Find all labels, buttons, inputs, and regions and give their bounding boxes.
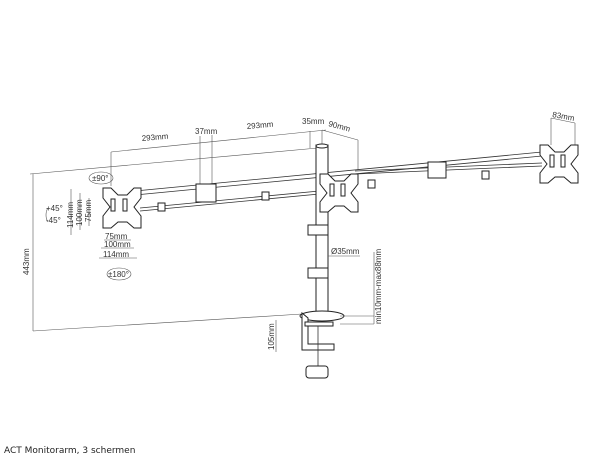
vesa-114-v-label: 114mm (66, 202, 75, 228)
vesa-plate-middle (319, 173, 359, 213)
arm-left-label: 293mm (141, 132, 169, 143)
desk-thickness-label: min10mm-max88mm (374, 249, 383, 324)
vesa-114-h-label: 114mm (103, 250, 129, 259)
vesa-100-h-label: 100mm (104, 240, 131, 249)
rotate-icon (106, 267, 132, 281)
tilt-icon (45, 207, 49, 223)
joint-label: 37mm (195, 127, 218, 136)
image-caption: ACT Monitorarm, 3 schermen (4, 446, 136, 456)
rotate-label: ±180° (108, 270, 129, 279)
vesa-75-h-label: 75mm (105, 232, 128, 241)
vesa-plate-right (539, 144, 579, 184)
plate-right-label: 83mm (552, 110, 576, 123)
tilt-down-label: -45° (46, 216, 61, 225)
pole-diameter-label: Ø35mm (331, 247, 360, 256)
tilt-up-label: +45° (46, 204, 63, 213)
swivel-icon (88, 171, 114, 185)
top-dimension-lines (110, 117, 576, 188)
plate-depth-label: 90mm (327, 119, 351, 134)
vesa-100-v-label: 100mm (75, 199, 84, 226)
pole (307, 143, 329, 316)
swivel-label: ±90° (92, 174, 109, 183)
vesa-plate-left (102, 187, 142, 229)
desk-clamp (299, 310, 345, 379)
desk-outline (29, 147, 319, 332)
cable-clips (157, 161, 490, 212)
pole-offset-label: 35mm (302, 117, 325, 126)
vesa-75-v-label: 75mm (84, 199, 93, 222)
height-label: 443mm (22, 248, 31, 275)
vesa-dimension-lines (70, 189, 137, 259)
clamp-height-label: 105mm (267, 323, 276, 350)
arm-right-label: 293mm (246, 120, 274, 131)
